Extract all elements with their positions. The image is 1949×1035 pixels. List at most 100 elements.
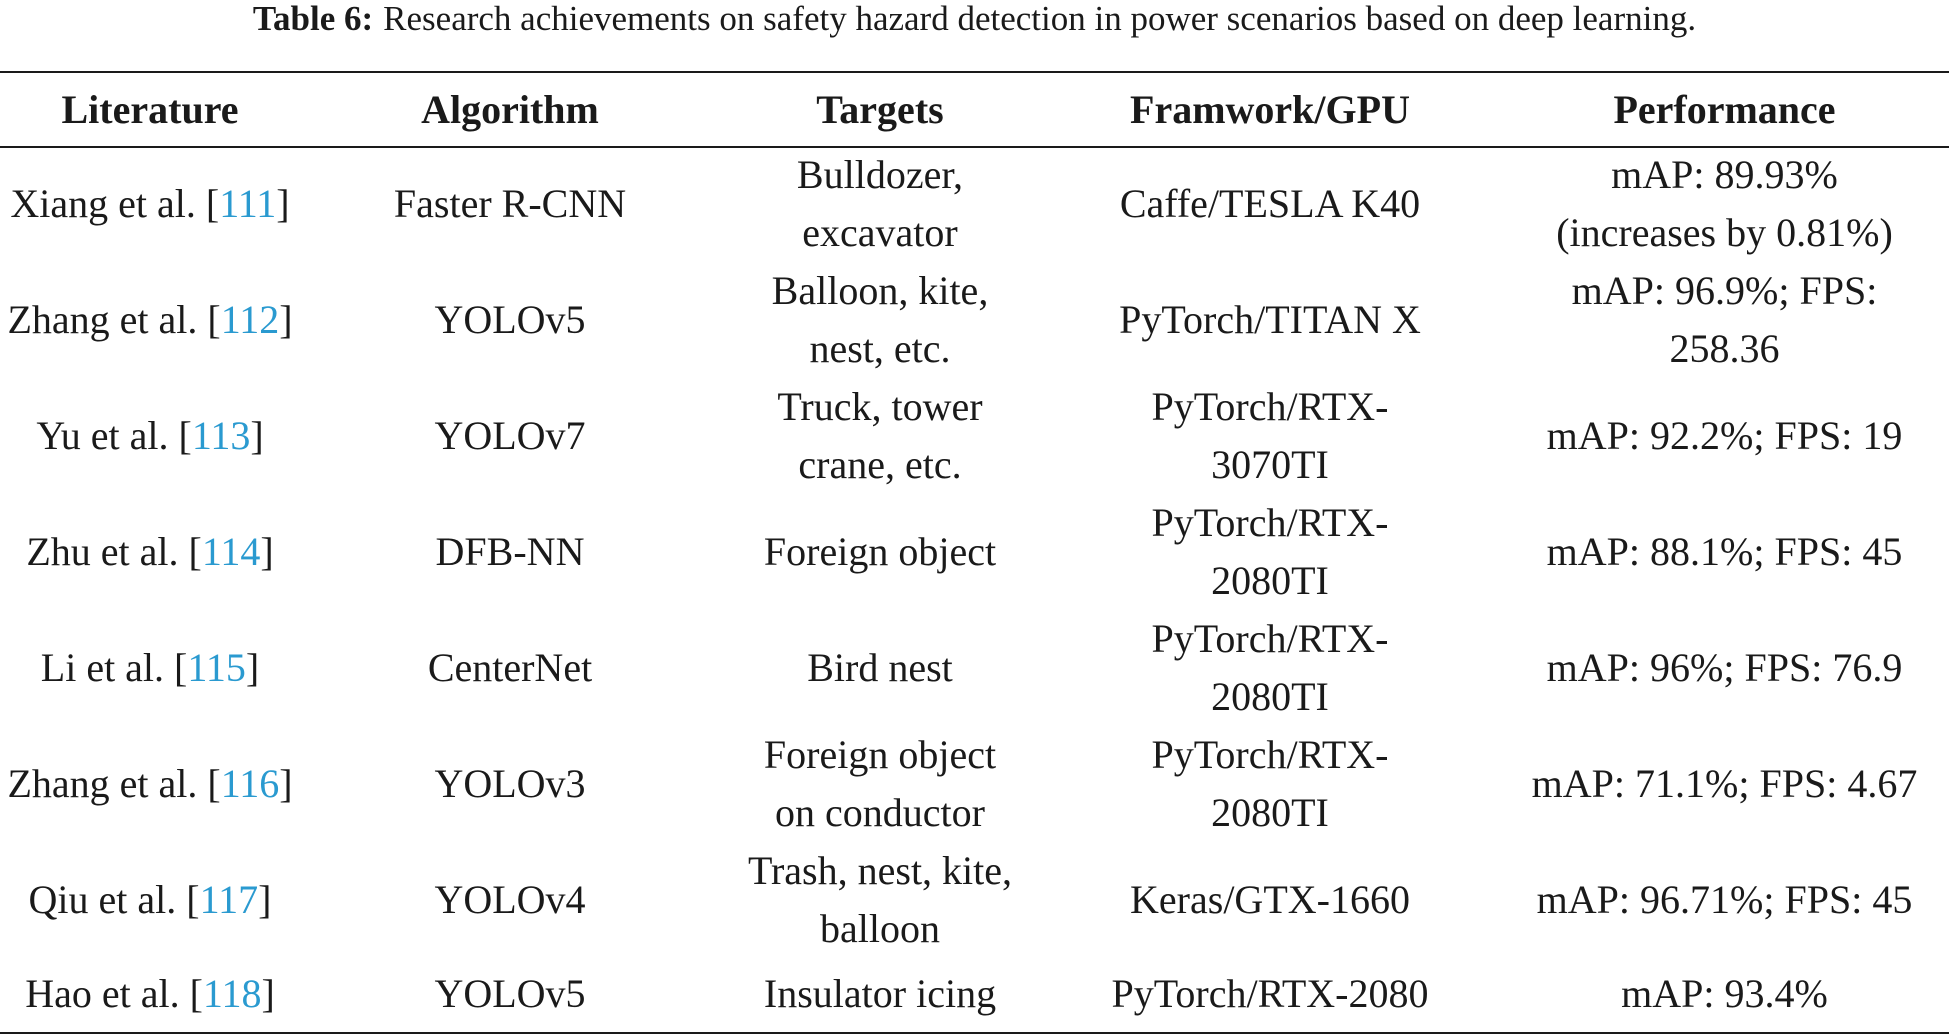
cell-literature: Yu et al. [113] [36,413,264,458]
cell-performance: mAP: 88.1%; FPS: 45 [1500,494,1949,610]
table-row: Qiu et al. [117] YOLOv4 Trash, nest, kite,… [0,842,1949,958]
cell-algorithm: YOLOv4 [434,877,586,922]
table-body: Xiang et al. [111] Faster R-CNN Bulldozer,… [0,146,1949,1029]
cell-framework-gpu-line: PyTorch/RTX- [1151,616,1389,661]
cell-literature: Qiu et al. [117] [28,877,272,922]
reference-link[interactable]: 111 [219,181,277,226]
author-text: Xiang et al. [10,181,196,226]
cell-framework-gpu: Caffe/TESLA K40 [1040,146,1500,262]
cell-performance: mAP: 93.4% [1500,958,1949,1029]
table-header-row: Literature Algorithm Targets Framwork/GP… [0,73,1949,146]
column-header-algorithm: Algorithm [421,86,599,132]
cell-literature: Zhang et al. [112] [7,297,293,342]
cell-algorithm: YOLOv5 [434,297,586,342]
cell-algorithm: CenterNet [427,645,593,690]
table-row: Zhu et al. [114] DFB-NN Foreign object PyTo… [0,494,1949,610]
cell-performance-line: (increases by 0.81%) [1556,210,1893,255]
cell-literature: Zhu et al. [114] [26,529,274,574]
cell-performance-line: mAP: 88.1%; FPS: 45 [1546,529,1903,574]
cell-performance-line: mAP: 92.2%; FPS: 19 [1546,413,1903,458]
author-text: Yu et al. [36,413,169,458]
cell-literature: Zhang et al. [116] [7,761,293,806]
cell-literature: Li et al. [115] [40,645,260,690]
cell-targets-line: Insulator icing [763,970,997,1016]
author-text: Li et al. [40,645,165,690]
cell-targets-line: Truck, tower [777,384,983,429]
table-header: Literature Algorithm Targets Framwork/GP… [0,73,1949,146]
cell-performance-line: mAP: 71.1%; FPS: 4.67 [1531,761,1918,806]
cell-targets-line: crane, etc. [798,442,962,487]
cell-framework-gpu-line: PyTorch/RTX-2080 [1111,970,1429,1016]
cell-targets-line: on conductor [775,790,985,835]
cell-framework-gpu-line: PyTorch/RTX- [1151,732,1389,777]
cell-targets-line: nest, etc. [809,326,951,371]
cell-targets-line: Foreign object [763,732,997,777]
author-text: Zhang et al. [7,297,198,342]
cell-targets: Trash, nest, kite,balloon [720,842,1040,958]
reference-link[interactable]: 117 [199,877,259,922]
table-header-rule [0,146,1949,148]
cell-performance: mAP: 96.71%; FPS: 45 [1500,842,1949,958]
cell-performance: mAP: 89.93% (increases by 0.81%) [1500,146,1949,262]
cell-targets: Truck, tower crane, etc. [720,378,1040,494]
author-text: Qiu et al. [28,877,177,922]
cell-framework-gpu: PyTorch/RTX- 2080TI [1040,494,1500,610]
cell-framework-gpu: PyTorch/TITAN X [1040,262,1500,378]
cell-framework-gpu-line: 3070TI [1211,442,1329,487]
cell-targets-line: Foreign object [763,529,997,574]
cell-performance: mAP: 96.9%; FPS:258.36 [1500,262,1949,378]
cell-literature: Hao et al. [118] [25,970,275,1016]
table-caption: Table 6:Research achievements on safety … [0,0,1949,42]
author-text: Zhang et al. [7,761,198,806]
table-row: Zhang et al. [112] YOLOv5 Balloon, kite, ne… [0,262,1949,378]
cell-targets: Foreign object [720,494,1040,610]
cell-targets: Insulator icing [720,958,1040,1029]
cell-framework-gpu: PyTorch/RTX-2080 [1040,958,1500,1029]
cell-performance: mAP: 71.1%; FPS: 4.67 [1500,726,1949,842]
table-top-rule [0,71,1949,73]
cell-framework-gpu-line: PyTorch/TITAN X [1119,297,1421,342]
table-bottom-rule [0,1032,1949,1034]
column-header-framework-gpu: Framwork/GPU [1130,86,1410,132]
author-text: Hao et al. [25,970,180,1016]
cell-framework-gpu: PyTorch/RTX- 2080TI [1040,610,1500,726]
author-text: Zhu et al. [26,529,179,574]
reference-link[interactable]: 113 [191,413,251,458]
cell-framework-gpu-line: PyTorch/RTX- [1151,500,1389,545]
column-header-performance: Performance [1613,86,1836,132]
cell-framework-gpu-line: 2080TI [1211,790,1329,835]
reference-link[interactable]: 112 [220,297,280,342]
cell-targets-line: Trash, nest, kite, [747,848,1013,893]
cell-framework-gpu-line: 2080TI [1211,674,1329,719]
cell-algorithm: Faster R-CNN [393,181,627,226]
column-header-targets: Targets [816,86,944,132]
cell-performance-line: mAP: 96.9%; FPS: [1571,268,1878,313]
column-header-literature: Literature [61,86,239,132]
table-caption-label: Table 6: [252,0,374,38]
cell-performance-line: mAP: 89.93% [1611,152,1838,197]
cell-targets: Balloon, kite, nest, etc. [720,262,1040,378]
cell-performance-line: mAP: 96%; FPS: 76.9 [1546,645,1903,690]
cell-literature: Xiang et al. [111] [10,181,290,226]
cell-framework-gpu-line: 2080TI [1211,558,1329,603]
cell-framework-gpu: PyTorch/RTX- 3070TI [1040,378,1500,494]
reference-link[interactable]: 116 [220,761,280,806]
cell-framework-gpu-line: PyTorch/RTX- [1151,384,1389,429]
cell-targets-line: excavator [802,210,958,255]
cell-performance: mAP: 92.2%; FPS: 19 [1500,378,1949,494]
cell-performance: mAP: 96%; FPS: 76.9 [1500,610,1949,726]
cell-targets-line: Balloon, kite, [771,268,989,313]
cell-targets: Bird nest [720,610,1040,726]
reference-link[interactable]: 118 [202,970,262,1016]
cell-algorithm: DFB-NN [435,529,585,574]
research-achievements-table: Literature Algorithm Targets Framwork/GP… [0,73,1949,1029]
cell-framework-gpu-line: Caffe/TESLA K40 [1119,181,1421,226]
reference-link[interactable]: 115 [187,645,246,690]
reference-link[interactable]: 114 [201,529,261,574]
cell-framework-gpu: PyTorch/RTX- 2080TI [1040,726,1500,842]
cell-targets-line: Bulldozer, [796,152,964,197]
